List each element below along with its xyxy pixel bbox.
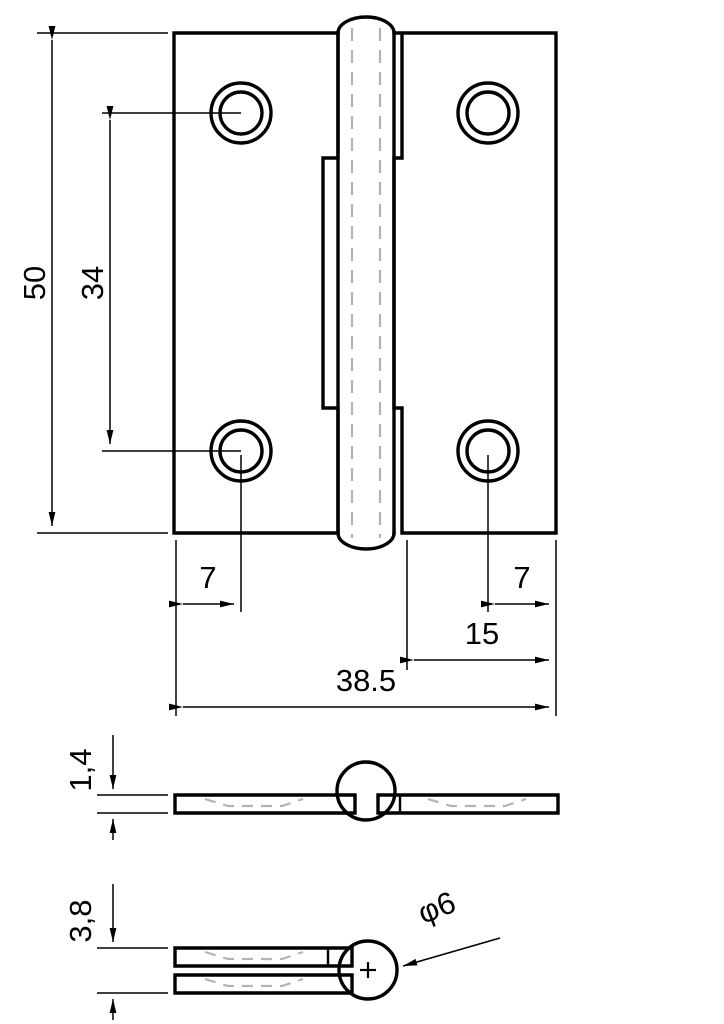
- dimension-label-50: 50: [17, 266, 52, 300]
- dimension-holespacing-34: 34: [75, 106, 241, 452]
- knuckle-barrel: [336, 15, 396, 551]
- center-cross-mark: [360, 962, 376, 978]
- dimension-label-34: 34: [75, 266, 110, 300]
- dimension-label-7-right: 7: [513, 560, 530, 595]
- dimension-15: 15: [400, 616, 549, 664]
- dimension-label-1-4: 1,4: [63, 748, 98, 791]
- closed-knuckle-circle: [337, 939, 399, 1001]
- dimension-label-7-left: 7: [199, 560, 216, 595]
- front-view-extension-lines: [175, 455, 557, 716]
- dimension-label-15: 15: [465, 616, 499, 651]
- open-right-leaf-bar: [376, 793, 560, 815]
- dimension-height-50: 50: [17, 26, 168, 534]
- dimension-right-7: 7: [481, 560, 549, 608]
- dimension-left-7: 7: [169, 560, 234, 608]
- diameter-callout-6: φ6: [402, 884, 501, 967]
- open-knuckle-circle: [335, 760, 397, 822]
- leader-line: [402, 937, 501, 967]
- closed-lower-leaf-bar: [173, 973, 354, 995]
- right-leaf-outline: [392, 31, 558, 535]
- dimension-thickness-3-8: 3,8: [63, 884, 168, 1020]
- dimension-38-5: 38.5: [169, 663, 549, 711]
- side-view-open: 1,4: [63, 735, 560, 840]
- side-view-closed: φ6 3,8: [63, 884, 501, 1020]
- screw-hole-top-right: [456, 81, 520, 145]
- open-left-leaf-bar: [173, 793, 357, 815]
- dimension-thickness-1-4: 1,4: [63, 735, 168, 840]
- dimension-label-3-8: 3,8: [63, 899, 98, 942]
- dimension-label-dia6: φ6: [413, 884, 460, 930]
- front-view: 50 34 7: [17, 15, 558, 716]
- dimension-label-38-5: 38.5: [336, 663, 396, 698]
- left-leaf-outline: [172, 31, 340, 535]
- closed-upper-leaf-bar: [173, 946, 354, 968]
